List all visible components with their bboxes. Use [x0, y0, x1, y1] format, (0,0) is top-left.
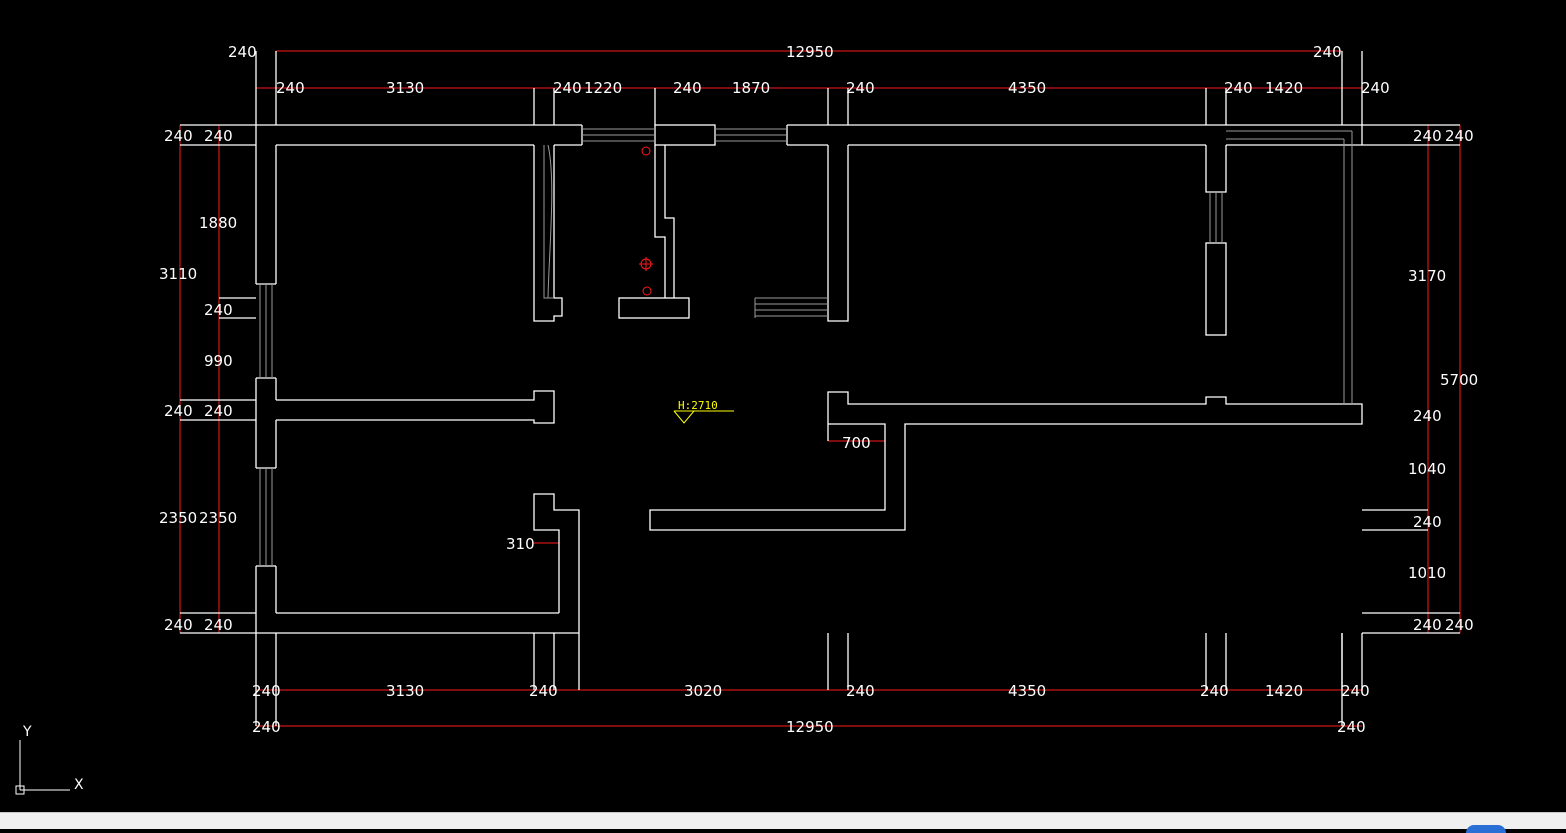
dim-label: 240	[228, 43, 257, 61]
dim-label: 240	[204, 402, 233, 420]
drain-symbol	[642, 286, 652, 296]
dim-label: 240	[204, 616, 233, 634]
level-marker-label: H:2710	[678, 399, 718, 412]
dim-label: 1420	[1265, 682, 1303, 700]
dim-label: 240	[1224, 79, 1253, 97]
floor-plan: H:2710 240 12950 240 240 3130 240 1220 2…	[15, 43, 1478, 795]
dim-label: 240	[673, 79, 702, 97]
dim-label: 3020	[684, 682, 722, 700]
dim-label: 4350	[1008, 79, 1046, 97]
cad-drawing-canvas[interactable]: H:2710 240 12950 240 240 3130 240 1220 2…	[0, 0, 1566, 812]
ucs-icon: Y X	[15, 724, 84, 795]
dim-label: 12950	[786, 43, 834, 61]
dim-label: 3170	[1408, 267, 1446, 285]
dim-label: 240	[529, 682, 558, 700]
dim-label: 5700	[1440, 371, 1478, 389]
status-bar	[0, 812, 1566, 833]
dim-label: 2350	[159, 509, 197, 527]
dim-label: 700	[842, 434, 871, 452]
dim-label: 240	[1413, 127, 1442, 145]
level-marker: H:2710	[673, 399, 734, 424]
dim-label: 240	[204, 301, 233, 319]
ucs-y-label: Y	[22, 724, 32, 740]
dim-label: 240	[846, 682, 875, 700]
dim-label: 12950	[786, 718, 834, 736]
walls	[255, 124, 1363, 690]
dim-label: 240	[164, 616, 193, 634]
dim-label: 4350	[1008, 682, 1046, 700]
dim-label: 240	[252, 718, 281, 736]
drain-symbol	[641, 146, 651, 156]
dim-label: 240	[276, 79, 305, 97]
dim-label: 1010	[1408, 564, 1446, 582]
dim-label: 3130	[386, 682, 424, 700]
dim-label: 1420	[1265, 79, 1303, 97]
dim-label: 1040	[1408, 460, 1446, 478]
dim-label: 240	[1341, 682, 1370, 700]
dimension-texts: 240 12950 240 240 3130 240 1220 240 1870…	[159, 43, 1478, 736]
dim-label: 990	[204, 352, 233, 370]
dim-label: 1880	[199, 214, 237, 232]
dim-label: 240	[1445, 616, 1474, 634]
dim-label: 240	[164, 127, 193, 145]
windows	[259, 128, 1353, 566]
dim-label: 1870	[732, 79, 770, 97]
dim-label: 240	[1361, 79, 1390, 97]
dim-label: 240	[252, 682, 281, 700]
dim-label: 310	[506, 535, 535, 553]
dim-label: 240	[1337, 718, 1366, 736]
dim-label: 240	[1413, 616, 1442, 634]
dim-label: 240	[1413, 513, 1442, 531]
dim-label: 3110	[159, 265, 197, 283]
dim-label: 240	[846, 79, 875, 97]
dim-label: 240	[1413, 407, 1442, 425]
dimension-lines	[179, 50, 1461, 727]
dim-label: 2350	[199, 509, 237, 527]
dim-label: 240	[164, 402, 193, 420]
dim-label: 240	[1200, 682, 1229, 700]
plumbing-symbols	[639, 146, 653, 296]
status-indicator	[1466, 825, 1506, 833]
dim-label: 240	[1445, 127, 1474, 145]
dim-label: 240	[204, 127, 233, 145]
dim-label: 240	[553, 79, 582, 97]
dim-label: 3130	[386, 79, 424, 97]
dim-label: 1220	[584, 79, 622, 97]
ucs-x-label: X	[74, 777, 84, 793]
dim-label: 240	[1313, 43, 1342, 61]
